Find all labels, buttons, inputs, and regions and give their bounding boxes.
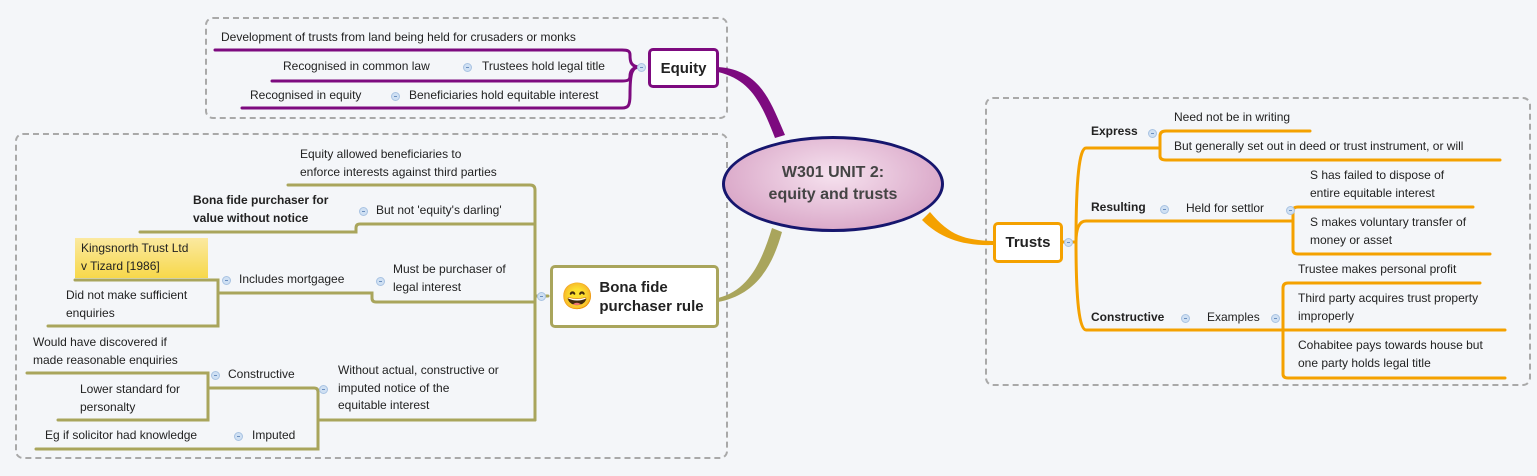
collapse-icon[interactable] xyxy=(1271,314,1280,323)
central-title-line2: equity and trusts xyxy=(768,186,898,203)
line: legal interest xyxy=(393,279,462,294)
central-topic[interactable]: W301 UNIT 2: equity and trusts xyxy=(722,136,944,232)
line: Without actual, constructive or xyxy=(338,363,499,377)
trusts-constructive-item[interactable]: Trustee makes personal profit xyxy=(1298,261,1456,279)
bfp-item-equity-allowed[interactable]: Equity allowed beneficiaries to enforce i… xyxy=(300,146,497,181)
line: Cohabitee pays towards house but xyxy=(1298,338,1483,352)
bfp-item-kingsnorth[interactable]: Kingsnorth Trust Ltd v Tizard [1986] xyxy=(81,240,188,275)
highlight-callout xyxy=(75,238,208,278)
connector-equity xyxy=(718,67,785,138)
equity-topic[interactable]: Equity xyxy=(648,48,719,88)
collapse-icon[interactable] xyxy=(222,276,231,285)
line: imputed notice of the xyxy=(338,380,450,395)
collapse-icon[interactable] xyxy=(376,277,385,286)
line: money or asset xyxy=(1310,232,1393,247)
equity-item-trustees[interactable]: Trustees hold legal title xyxy=(482,59,605,73)
line: Must be purchaser of xyxy=(393,262,506,276)
equity-item-common-law[interactable]: Recognised in common law xyxy=(283,59,430,73)
line: Bona fide purchaser for xyxy=(193,193,329,207)
collapse-icon[interactable] xyxy=(1286,206,1295,215)
collapse-icon[interactable] xyxy=(537,292,546,301)
collapse-icon[interactable] xyxy=(1181,314,1190,323)
connector-trusts xyxy=(922,212,993,246)
bfp-item-bfp-value[interactable]: Bona fide purchaser for value without not… xyxy=(193,192,328,227)
laughing-emoji-icon: 😄 xyxy=(561,281,594,311)
line: v Tizard [1986] xyxy=(81,258,160,273)
collapse-icon[interactable] xyxy=(391,92,400,101)
bfp-item-not-darling[interactable]: But not 'equity's darling' xyxy=(376,203,502,217)
trusts-express-item[interactable]: But generally set out in deed or trust i… xyxy=(1174,139,1464,153)
collapse-icon[interactable] xyxy=(1160,205,1169,214)
line: S makes voluntary transfer of xyxy=(1310,215,1467,229)
collapse-icon[interactable] xyxy=(637,63,646,72)
equity-title: Equity xyxy=(660,59,707,77)
trusts-resulting-item[interactable]: S makes voluntary transfer of money or as… xyxy=(1310,214,1466,249)
trusts-held-for-settlor[interactable]: Held for settlor xyxy=(1186,201,1265,215)
line: enforce interests against third parties xyxy=(300,164,497,179)
line: Would have discovered if xyxy=(33,335,167,349)
equity-item-beneficiaries[interactable]: Beneficiaries hold equitable interest xyxy=(409,88,599,102)
line: Kingsnorth Trust Ltd xyxy=(81,241,189,255)
trusts-express[interactable]: Express xyxy=(1091,124,1138,138)
trusts-constructive-item[interactable]: Cohabitee pays towards house but one part… xyxy=(1298,337,1483,372)
connector-bona-fide xyxy=(718,228,782,302)
collapse-icon[interactable] xyxy=(319,385,328,394)
line: enquiries xyxy=(66,305,115,320)
bona-fide-title-line1: Bona fide xyxy=(599,278,668,296)
bona-fide-lines xyxy=(25,183,550,451)
collapse-icon[interactable] xyxy=(211,371,220,380)
bfp-item-constructive[interactable]: Constructive xyxy=(228,367,295,381)
collapse-icon[interactable] xyxy=(1148,129,1157,138)
trusts-resulting-item[interactable]: S has failed to dispose of entire equitab… xyxy=(1310,167,1444,202)
equity-item-recognised-equity[interactable]: Recognised in equity xyxy=(250,88,362,102)
bfp-item-mortgagee[interactable]: Includes mortgagee xyxy=(239,272,345,286)
line: Lower standard for xyxy=(80,382,181,396)
bfp-item-solicitor[interactable]: Eg if solicitor had knowledge xyxy=(45,428,198,442)
trusts-topic[interactable]: Trusts xyxy=(993,222,1063,263)
central-title-line1: W301 UNIT 2: xyxy=(781,164,885,181)
trusts-resulting[interactable]: Resulting xyxy=(1091,200,1146,214)
collapse-icon[interactable] xyxy=(359,207,368,216)
line: made reasonable enquiries xyxy=(33,352,178,367)
trusts-constructive-item[interactable]: Third party acquires trust property impro… xyxy=(1298,290,1478,325)
bfp-item-would-have[interactable]: Would have discovered if made reasonable … xyxy=(33,334,178,369)
bfp-item-imputed[interactable]: Imputed xyxy=(252,428,296,442)
line: equitable interest xyxy=(338,398,430,412)
line: entire equitable interest xyxy=(1310,185,1435,200)
equity-lines xyxy=(213,48,642,110)
bfp-item-insufficient[interactable]: Did not make sufficient enquiries xyxy=(66,287,187,322)
line: Equity allowed beneficiaries to xyxy=(300,147,462,161)
line: S has failed to dispose of xyxy=(1310,168,1445,182)
line: Third party acquires trust property xyxy=(1298,291,1479,305)
line: Did not make sufficient xyxy=(66,288,188,302)
line: personalty xyxy=(80,399,136,414)
collapse-icon[interactable] xyxy=(234,432,243,441)
bfp-item-without-notice[interactable]: Without actual, constructive or imputed n… xyxy=(338,362,499,415)
trusts-examples[interactable]: Examples xyxy=(1207,310,1260,324)
trusts-express-item[interactable]: Need not be in writing xyxy=(1174,110,1291,124)
collapse-icon[interactable] xyxy=(463,63,472,72)
bona-fide-title-line2: purchaser rule xyxy=(599,297,704,315)
equity-boundary xyxy=(205,17,728,119)
equity-item-development[interactable]: Development of trusts from land being he… xyxy=(221,30,576,44)
bfp-item-lower-standard[interactable]: Lower standard for personalty xyxy=(80,381,180,416)
collapse-icon[interactable] xyxy=(1064,238,1073,247)
line: one party holds legal title xyxy=(1298,355,1431,370)
line: value without notice xyxy=(193,210,309,225)
line: Trustee makes personal profit xyxy=(1298,262,1457,276)
bfp-item-legal-interest[interactable]: Must be purchaser of legal interest xyxy=(393,261,506,296)
line: improperly xyxy=(1298,308,1355,323)
trusts-title: Trusts xyxy=(1005,234,1051,251)
trusts-constructive[interactable]: Constructive xyxy=(1091,310,1165,324)
